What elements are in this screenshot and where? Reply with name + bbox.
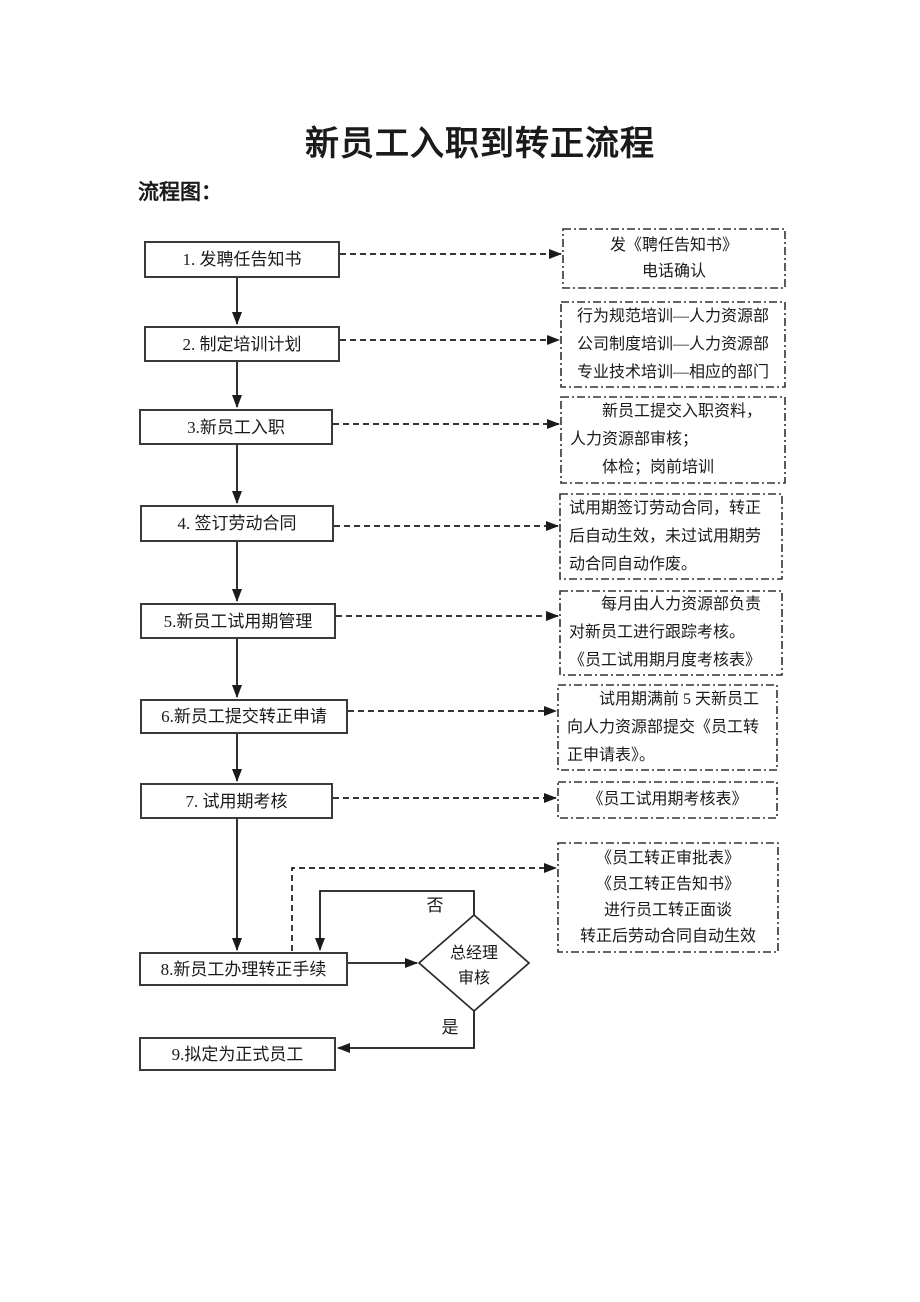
flow-step-1-label: 1. 发聘任告知书	[182, 250, 302, 269]
flow-step-9-box: 9.拟定为正式员工	[139, 1037, 336, 1071]
note-line: 后自动生效，未过试用期劳	[569, 527, 762, 545]
note-line: 发《聘任告知书》	[609, 236, 738, 254]
flow-step-6-label: 6.新员工提交转正申请	[161, 707, 327, 726]
flow-step-9-label: 9.拟定为正式员工	[171, 1044, 304, 1064]
note-border-4	[559, 493, 783, 580]
flow-step-5-box: 5.新员工试用期管理	[140, 603, 336, 639]
flow-step-5-label: 5.新员工试用期管理	[163, 611, 313, 631]
note-borders	[557, 228, 786, 953]
note-line: 公司制度培训—人力资源部	[576, 335, 769, 353]
note-box-7: 《员工试用期考核表》	[558, 782, 777, 818]
note-line: 行为规范培训—人力资源部	[576, 307, 769, 325]
decision-label-line1: 总经理	[449, 945, 498, 962]
note-line: 转正后劳动合同自动生效	[579, 927, 756, 945]
note-border-5	[559, 590, 783, 676]
note-border-1	[562, 228, 786, 289]
flow-step-3-box: 3.新员工入职	[139, 409, 333, 445]
flow-step-8-box: 8.新员工办理转正手续	[139, 952, 348, 986]
note-line: 体检；岗前培训	[570, 459, 715, 476]
note-line: 专业技术培训—相应的部门	[576, 363, 769, 381]
flow-step-3-label: 3.新员工入职	[187, 417, 285, 437]
note-border-6	[557, 684, 778, 771]
note-border-8	[557, 842, 779, 953]
no-branch-label: 否	[426, 896, 444, 915]
note-line: 向人力资源部提交《员工转	[567, 718, 760, 736]
note-line: 每月由人力资源部负责	[569, 596, 762, 613]
note-box-3: 新员工提交入职资料， 人力资源部审核； 体检；岗前培训	[561, 397, 785, 483]
page-title: 新员工入职到转正流程	[305, 126, 655, 163]
note-box-8: 《员工转正审批表》 《员工转正告知书》 进行员工转正面谈 转正后劳动合同自动生效	[558, 843, 778, 952]
flow-step-2-box: 2. 制定培训计划	[144, 326, 340, 362]
note-box-6: 试用期满前 5 天新员工 向人力资源部提交《员工转 正申请表》。	[558, 685, 777, 770]
flow-step-7-box: 7. 试用期考核	[140, 783, 333, 819]
yes-branch-label: 是	[441, 1018, 459, 1037]
flow-step-8-label: 8.新员工办理转正手续	[160, 959, 327, 979]
note-line: 《员工转正审批表》	[595, 849, 740, 867]
note-line: 电话确认	[641, 262, 706, 280]
flow-step-1-box: 1. 发聘任告知书	[144, 241, 340, 278]
note-line: 《员工转正告知书》	[595, 875, 740, 893]
flow-arrows	[232, 278, 475, 1053]
note-box-1: 发《聘任告知书》 电话确认	[563, 229, 785, 288]
note-box-4: 试用期签订劳动合同，转正 后自动生效，未过试用期劳 动合同自动作废。	[560, 494, 782, 579]
decision-label-line2: 审核	[457, 970, 490, 987]
note-box-2: 行为规范培训—人力资源部 公司制度培训—人力资源部 专业技术培训—相应的部门	[561, 302, 785, 387]
flow-step-7-label: 7. 试用期考核	[185, 791, 288, 811]
connector-step8-note8	[291, 863, 557, 951]
yes-branch-line	[337, 1011, 475, 1053]
decision-label: 总经理 审核	[424, 941, 524, 991]
note-line: 动合同自动作废。	[569, 555, 698, 573]
note-box-5: 每月由人力资源部负责 对新员工进行跟踪考核。 《员工试用期月度考核表》	[560, 591, 782, 675]
note-line: 《员工试用期月度考核表》	[569, 652, 762, 669]
note-line: 进行员工转正面谈	[603, 901, 732, 919]
note-line: 新员工提交入职资料，	[570, 403, 763, 420]
note-border-7	[557, 781, 778, 819]
note-border-2	[560, 301, 786, 388]
note-connectors	[291, 249, 562, 951]
note-line: 试用期签订劳动合同，转正	[569, 499, 762, 517]
flow-step-4-box: 4. 签订劳动合同	[140, 505, 334, 542]
flowchart-label: 流程图：	[138, 180, 222, 204]
note-line: 正申请表》。	[567, 746, 656, 764]
flow-step-4-label: 4. 签订劳动合同	[177, 514, 297, 533]
note-line: 人力资源部审核；	[570, 431, 699, 448]
note-line: 《员工试用期考核表》	[587, 791, 748, 808]
note-line: 对新员工进行跟踪考核。	[569, 624, 746, 641]
no-branch-line	[315, 890, 475, 951]
flow-step-2-label: 2. 制定培训计划	[182, 334, 302, 354]
note-line: 试用期满前 5 天新员工	[567, 690, 760, 708]
flow-step-6-box: 6.新员工提交转正申请	[140, 699, 348, 734]
decision-diamond	[417, 913, 531, 1013]
note-border-3	[560, 396, 786, 484]
